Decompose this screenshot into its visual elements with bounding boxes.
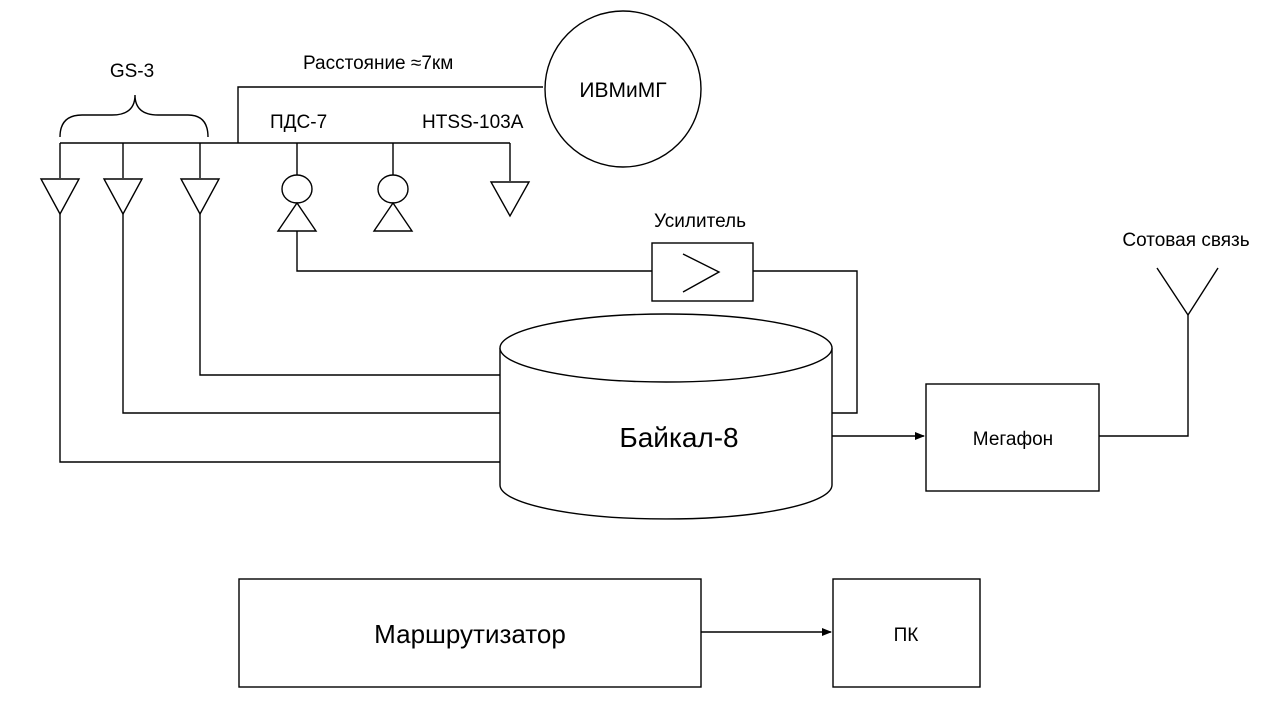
- pc-label: ПК: [894, 625, 919, 646]
- distance-label: Расстояние ≈7км: [303, 53, 453, 74]
- megafon-label: Мегафон: [973, 429, 1053, 450]
- pc-box: [832, 578, 981, 688]
- amplifier-symbol: [682, 253, 721, 293]
- router-label: Маршрутизатор: [374, 619, 566, 649]
- baikal-label: Байкал-8: [619, 422, 738, 453]
- ivmimg-label: ИВМиМГ: [579, 79, 666, 102]
- ivmimg-node: [544, 10, 702, 168]
- gs3-sensor-2: [102, 178, 144, 216]
- htss-label: HTSS-103A: [422, 112, 524, 133]
- gs3-brace: [59, 94, 209, 138]
- antenna-icon: [1156, 267, 1219, 317]
- gs3-label: GS-3: [110, 61, 154, 82]
- pds7-to-amplifier-line: [296, 231, 652, 272]
- amplifier-label: Усилитель: [654, 211, 746, 232]
- distance-link-line: [237, 86, 543, 143]
- megafon-box: [925, 383, 1100, 492]
- gs3-to-baikal-lines: [59, 214, 500, 463]
- pds7-label: ПДС-7: [270, 112, 327, 133]
- gs3-sensor-3: [179, 178, 221, 216]
- htss-sensor: [489, 181, 531, 218]
- pds7-sensor-1: [276, 174, 318, 232]
- amplifier-to-baikal-line: [753, 270, 858, 414]
- router-box: [238, 578, 702, 688]
- gs3-sensor-1: [39, 178, 81, 216]
- amplifier-box: [651, 242, 754, 302]
- sensor-drops: [59, 143, 511, 181]
- cellular-label: Сотовая связь: [1122, 230, 1249, 251]
- pds7-sensor-2: [372, 174, 414, 232]
- megafon-to-antenna-line: [1099, 315, 1189, 437]
- baikal-recorder: [499, 313, 833, 520]
